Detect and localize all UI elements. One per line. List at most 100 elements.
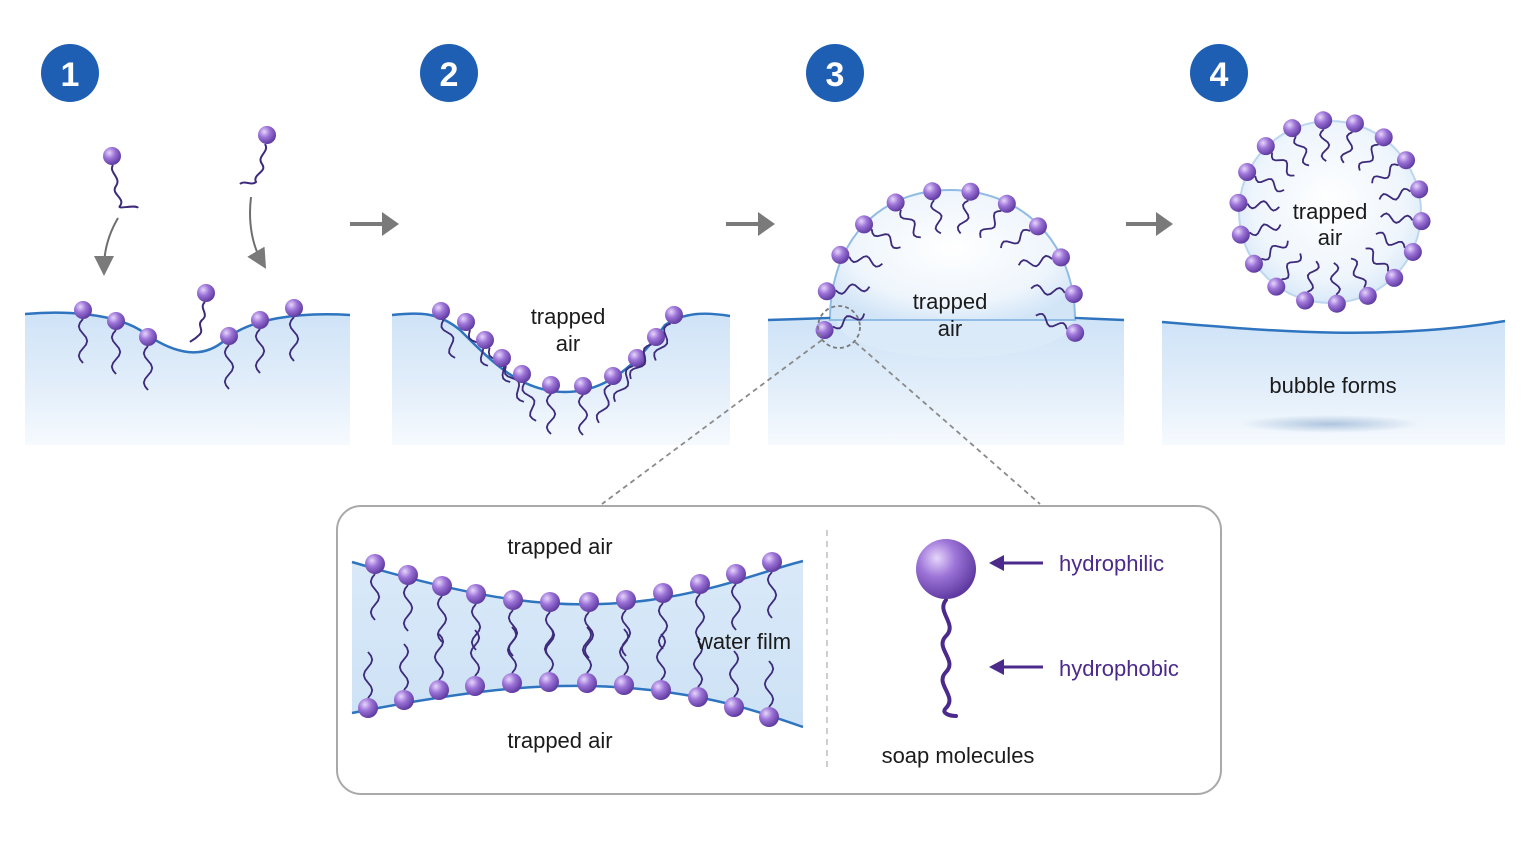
legend-molecule <box>916 539 976 718</box>
molecule-tail <box>1035 313 1068 330</box>
soap-molecule <box>923 182 943 235</box>
step-number-4: 4 <box>1210 56 1229 94</box>
molecule-head <box>961 182 980 201</box>
molecule-head <box>432 576 452 596</box>
detail-top-trapped-air: trapped air <box>507 534 612 559</box>
soap-molecule <box>574 377 592 436</box>
molecule-tail <box>1281 253 1303 281</box>
soap-molecule <box>1340 114 1364 164</box>
molecule-tail <box>402 584 414 632</box>
detail-box: trapped air trapped air water film hydro… <box>336 505 1222 795</box>
molecule-tail <box>223 344 235 390</box>
soap-molecule <box>1357 128 1393 171</box>
soap-molecule <box>1267 253 1303 296</box>
water-surface-3 <box>767 316 1125 322</box>
molecule-head <box>220 327 238 345</box>
molecule-head <box>493 349 511 367</box>
molecule-tail <box>1357 143 1379 171</box>
falling-molecule-middle <box>189 284 215 343</box>
soap-molecule <box>762 552 782 619</box>
molecule-tail <box>436 595 448 643</box>
bubble-shadow <box>1240 415 1420 433</box>
molecule-tail <box>618 628 630 676</box>
molecule-head <box>1385 268 1404 287</box>
soap-molecules-caption: soap molecules <box>882 743 1035 768</box>
soap-molecule <box>1375 231 1422 261</box>
soap-molecule <box>1296 260 1320 310</box>
molecule-tail <box>1254 175 1285 193</box>
soap-molecule <box>1238 163 1285 193</box>
molecule-tail <box>629 343 652 380</box>
molecule-head <box>604 367 622 385</box>
panel-2: trapped air <box>391 302 731 445</box>
soap-molecule <box>365 554 385 621</box>
trapped-air-label-4b: air <box>1318 225 1342 250</box>
molecule-tail <box>1270 152 1295 177</box>
soap-molecule <box>1378 180 1429 201</box>
molecule-tail <box>110 329 122 375</box>
molecule-head <box>1267 277 1286 296</box>
molecule-head <box>923 182 942 201</box>
molecule-tail <box>835 283 871 295</box>
falling-molecule-right <box>239 126 276 185</box>
molecule-tail <box>730 583 742 631</box>
molecule-tail <box>1261 240 1289 261</box>
molecule-head <box>815 321 834 340</box>
soap-molecule <box>358 651 378 718</box>
molecule-tail <box>612 365 634 403</box>
molecule-tail <box>142 345 154 391</box>
trapped-air-label-4a: trapped <box>1293 199 1368 224</box>
molecule-tail <box>848 255 883 268</box>
soap-molecule <box>1371 151 1416 184</box>
soap-molecule <box>502 626 522 693</box>
soap-molecule <box>688 640 708 707</box>
molecule-head <box>1374 128 1393 147</box>
molecule-head <box>579 592 599 612</box>
soap-molecule <box>466 584 486 651</box>
soap-molecule <box>1017 248 1070 268</box>
bubble-molecules-4 <box>1229 111 1431 313</box>
water-surface-4 <box>1161 319 1506 334</box>
soap-molecule <box>1256 137 1295 177</box>
step-badge-4: 4 <box>1190 44 1248 102</box>
step-badge-1: 1 <box>41 44 99 102</box>
surface-molecules-1 <box>74 299 303 391</box>
molecule-tail <box>254 328 266 374</box>
molecule-head <box>502 673 522 693</box>
hydrophilic-head <box>916 539 976 599</box>
molecule-head <box>465 676 485 696</box>
molecule-head <box>1231 225 1250 244</box>
soap-molecule <box>653 306 683 361</box>
molecule-head <box>1397 151 1416 170</box>
soap-molecule <box>1229 193 1280 212</box>
soap-molecule <box>1350 257 1377 305</box>
molecule-head <box>1327 294 1346 313</box>
molecule-head <box>1296 291 1315 310</box>
molecule-head <box>139 328 157 346</box>
step-number-3: 3 <box>826 56 845 94</box>
soap-molecule <box>1030 284 1083 304</box>
molecule-head <box>107 312 125 330</box>
molecule-head <box>365 554 385 574</box>
soap-molecule <box>107 312 125 375</box>
zoom-line-right <box>854 341 1041 505</box>
molecule-head <box>574 377 592 395</box>
molecule-tail <box>595 383 611 424</box>
molecule-tail <box>694 593 706 641</box>
soap-molecule <box>1000 217 1047 249</box>
soap-molecule <box>139 328 157 391</box>
molecule-tail <box>1017 254 1053 268</box>
molecule-head <box>1238 163 1257 182</box>
soap-molecule <box>817 282 871 301</box>
panel-1 <box>24 126 351 445</box>
soap-molecule <box>1244 240 1289 273</box>
molecule-tail <box>692 640 704 688</box>
soap-molecule <box>653 583 673 650</box>
panel-4: trapped air bubble forms <box>1161 111 1506 445</box>
molecule-tail <box>470 603 482 651</box>
molecule-tail <box>1375 231 1406 249</box>
soap-molecule <box>579 592 599 659</box>
molecule-head <box>577 673 597 693</box>
soap-molecule <box>1231 223 1282 244</box>
molecule-tail <box>577 394 589 436</box>
